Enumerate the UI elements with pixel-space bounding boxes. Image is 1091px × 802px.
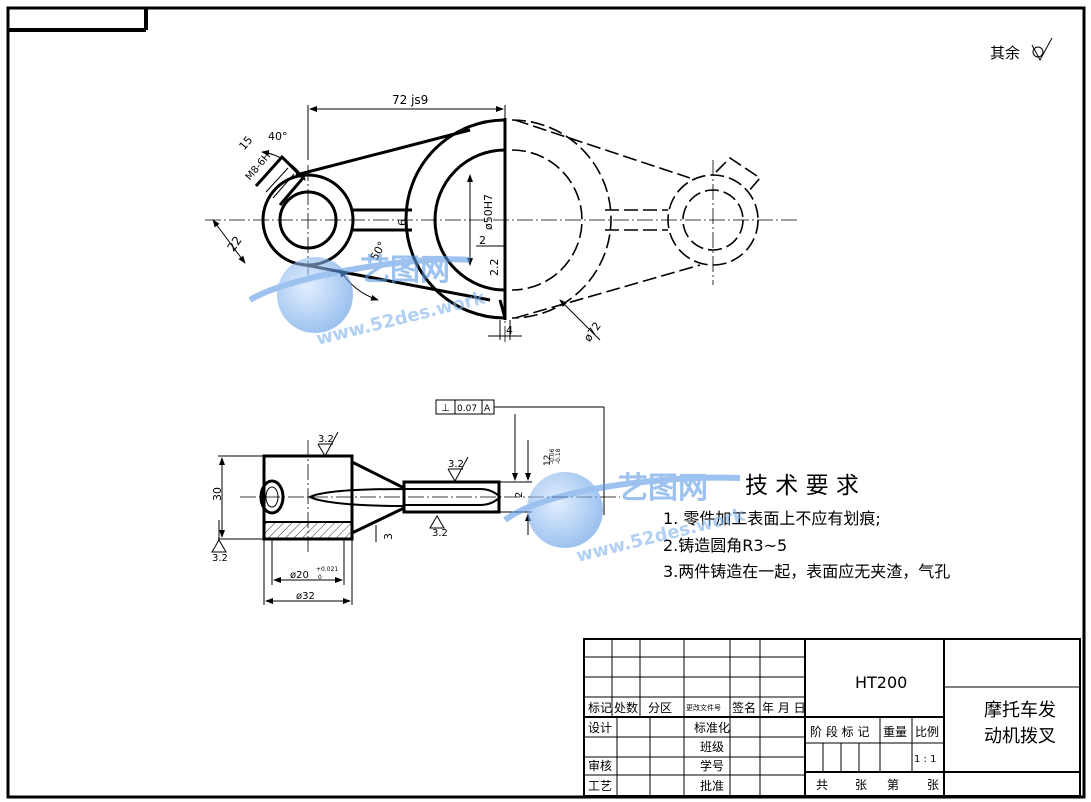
dim-2b: 2 — [514, 492, 525, 498]
roughness-mark-left: 3.2 — [211, 520, 228, 564]
dim-12-tol-lo: -0.18 — [555, 448, 562, 464]
weight-label: 重量 — [883, 725, 907, 739]
bottom-view: ⊥ 0.07 A 3.2 3.2 3.2 3.2 — [211, 399, 620, 605]
dim-20: ø20 — [290, 570, 309, 581]
watermark-cn-1: 艺图网 — [360, 253, 450, 288]
dim-72-dia: ø72 — [581, 320, 604, 344]
dim-32: ø32 — [296, 591, 315, 602]
sign-review: 审核 — [588, 758, 612, 773]
material: HT200 — [855, 673, 907, 692]
tolerance-frame: ⊥ 0.07 A — [435, 399, 605, 515]
sheet-no: 第 — [887, 778, 899, 792]
sheet-unit-1: 张 — [855, 778, 867, 792]
sheet-unit-2: 张 — [927, 778, 939, 792]
sign-student-no: 学号 — [700, 758, 724, 773]
svg-text:3.2: 3.2 — [432, 528, 448, 539]
roughness-note: 其余 — [990, 37, 1053, 62]
dim-15: 15 — [236, 134, 255, 153]
rev-header-mark: 标记 — [588, 701, 612, 715]
tol-symbol: ⊥ — [441, 403, 450, 414]
dim-3: 3 — [382, 533, 395, 540]
roughness-mark-pin: 3.2 — [447, 456, 469, 483]
dim-4: 4 — [506, 324, 513, 337]
dim-12: 12 — [543, 455, 553, 466]
rev-header-sign: 签名 — [732, 700, 756, 715]
part-name-1: 摩托车发 — [984, 700, 1056, 721]
tech-requirements: 技 术 要 求 1. 零件加工表面上不应有划痕; 2.铸造圆角R3~5 3.两件… — [663, 473, 950, 581]
dim-2: 2 — [479, 234, 486, 247]
dim-20-tol-lo: 0 — [318, 574, 322, 581]
tol-value: 0.07 — [457, 404, 477, 414]
rev-header-date: 年 月 日 — [762, 701, 806, 715]
dim-50h7: ø50H7 — [482, 194, 495, 230]
outer-border — [6, 6, 1086, 799]
sign-process: 工艺 — [588, 779, 612, 793]
stage-label: 阶 段 标 记 — [810, 724, 869, 739]
sign-approve: 批准 — [700, 778, 724, 793]
dim-2-2: 2.2 — [488, 259, 501, 277]
dim-6: 6 — [396, 219, 409, 226]
rev-header-zone: 分区 — [648, 701, 672, 715]
dim-40deg: 40° — [268, 130, 288, 143]
sheet-total: 共 — [816, 778, 828, 792]
rev-header-doc: 更改文件号 — [686, 703, 721, 712]
sign-design: 设计 — [588, 721, 612, 735]
title-block: 标记 处数 分区 更改文件号 签名 年 月 日 设计 标准化 班级 审核 学号 … — [583, 638, 1081, 797]
sign-class: 班级 — [700, 740, 724, 754]
dim-20-tol-up: +0.021 — [316, 566, 338, 573]
scale-value: 1 : 1 — [914, 754, 936, 765]
dim-30: 30 — [211, 487, 224, 501]
roughness-label: 其余 — [990, 44, 1020, 62]
sign-standard: 标准化 — [694, 721, 730, 735]
dim-72: 72 js9 — [392, 93, 428, 107]
tech-req-item-2: 2.铸造圆角R3~5 — [663, 536, 787, 555]
svg-text:3.2: 3.2 — [212, 553, 228, 564]
roughness-mark-under: 3.2 — [429, 515, 448, 539]
svg-text:3.2: 3.2 — [318, 434, 334, 445]
svg-text:3.2: 3.2 — [448, 459, 464, 470]
dim-22: 22 — [224, 234, 244, 255]
tech-req-item-3: 3.两件铸造在一起，表面应无夹渣，气孔 — [663, 562, 950, 581]
roughness-symbol-icon — [1031, 37, 1053, 62]
dim-m8: M8-6H — [244, 151, 273, 183]
roughness-mark-top: 3.2 — [317, 431, 339, 458]
rev-header-count: 处数 — [614, 700, 638, 715]
part-name-2: 动机拨叉 — [984, 726, 1056, 747]
watermark-cn-2: 艺图网 — [618, 471, 708, 506]
tol-ref: A — [484, 404, 491, 414]
scale-label: 比例 — [915, 725, 939, 739]
tech-req-item-1: 1. 零件加工表面上不应有划痕; — [663, 509, 881, 528]
dim-12-tol-up: -0.06 — [549, 448, 556, 464]
tech-req-title: 技 术 要 求 — [745, 473, 859, 499]
